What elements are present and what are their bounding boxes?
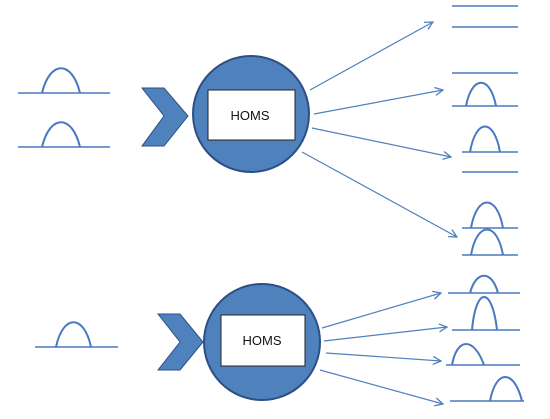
output-arrow bbox=[323, 327, 447, 342]
output-arrow bbox=[309, 22, 433, 91]
output-signal-single-peak bbox=[452, 72, 518, 107]
output-arrows bbox=[301, 22, 457, 237]
output-arrow bbox=[325, 352, 441, 361]
homs-box bbox=[220, 314, 306, 367]
diagram-top: HOMS bbox=[18, 5, 518, 256]
input-peak bbox=[35, 321, 118, 348]
homs-label: HOMS bbox=[243, 333, 282, 348]
output-signal-double-peak bbox=[462, 201, 518, 256]
output-signals bbox=[446, 274, 524, 402]
output-signal-single-peak bbox=[462, 125, 518, 173]
output-arrow bbox=[311, 127, 451, 157]
input-peaks bbox=[35, 321, 118, 348]
output-signal-single-peak bbox=[450, 376, 524, 402]
output-arrow bbox=[319, 369, 443, 404]
homs-box bbox=[207, 89, 296, 141]
output-signal-single-peak bbox=[446, 343, 520, 366]
output-arrow bbox=[301, 151, 457, 237]
input-peak bbox=[18, 67, 110, 94]
diagram-bottom: HOMS bbox=[35, 274, 524, 404]
chevron-arrow-icon bbox=[156, 313, 204, 371]
output-signal-single-peak bbox=[448, 274, 520, 294]
output-signal-empty bbox=[452, 5, 518, 28]
input-peaks bbox=[18, 67, 110, 148]
input-peak bbox=[18, 121, 110, 148]
output-signal-single-peak bbox=[452, 296, 520, 331]
output-signals bbox=[452, 5, 518, 256]
chevron-arrow-icon bbox=[140, 87, 189, 147]
output-arrow bbox=[313, 90, 443, 115]
homs-label: HOMS bbox=[231, 108, 270, 123]
output-arrows bbox=[319, 293, 447, 404]
output-arrow bbox=[321, 293, 441, 329]
